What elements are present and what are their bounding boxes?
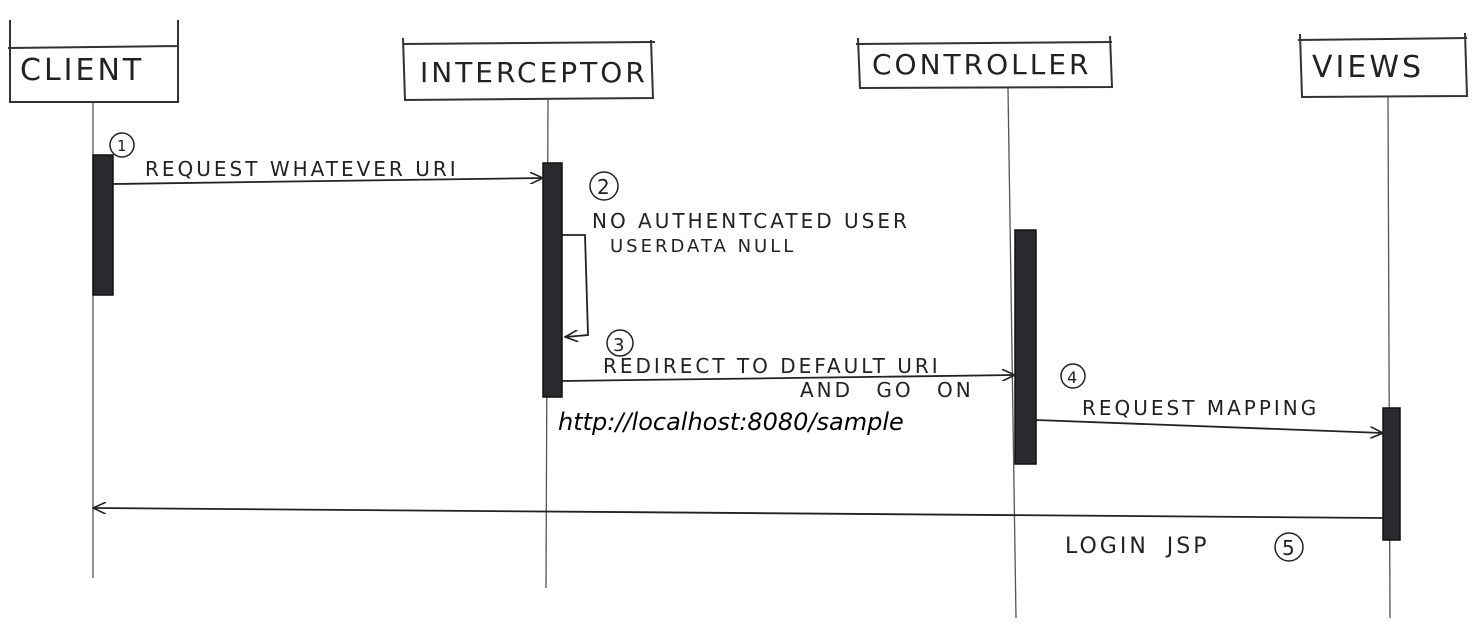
message-label: NO AUTHENTCATED USER <box>592 209 910 233</box>
message-label: REQUEST MAPPING <box>1082 396 1319 420</box>
step-number: 5 <box>1282 536 1298 560</box>
participant-label: VIEWS <box>1312 50 1424 85</box>
message-2: 2 NO AUTHENTCATED USER USERDATA NULL <box>562 171 910 337</box>
message-label-2: AND GO ON <box>800 378 974 402</box>
message-label: REDIRECT TO DEFAULT URI <box>603 354 941 378</box>
participant-label: INTERCEPTOR <box>420 56 648 89</box>
message-1: 1 REQUEST WHATEVER URI <box>109 132 543 185</box>
message-label: LOGIN JSP <box>1065 534 1210 559</box>
step-number: 2 <box>597 175 613 199</box>
activation-views <box>1382 407 1401 541</box>
message-label-2: USERDATA NULL <box>610 236 796 257</box>
lifeline-controller <box>1007 87 1017 619</box>
message-5: LOGIN JSP 5 <box>93 508 1384 562</box>
participant-interceptor: INTERCEPTOR <box>402 37 656 102</box>
participant-views: VIEWS <box>1297 32 1469 99</box>
participant-label: CLIENT <box>20 53 144 88</box>
step-number: 3 <box>613 335 627 356</box>
step-number: 1 <box>117 137 130 155</box>
activation-interceptor <box>542 162 563 398</box>
participant-client: CLIENT <box>7 20 179 103</box>
message-3: 3 REDIRECT TO DEFAULT URI AND GO ON <box>561 329 1015 402</box>
participant-controller: CONTROLLER <box>855 35 1114 90</box>
message-4: 4 REQUEST MAPPING <box>1035 363 1383 433</box>
participant-label: CONTROLLER <box>872 48 1091 81</box>
step-number: 4 <box>1067 368 1080 387</box>
activation-controller <box>1014 229 1037 465</box>
activation-client <box>92 154 114 296</box>
message-label: REQUEST WHATEVER URI <box>145 157 459 181</box>
url-annotation: http://localhost:8080/sample <box>558 408 904 436</box>
